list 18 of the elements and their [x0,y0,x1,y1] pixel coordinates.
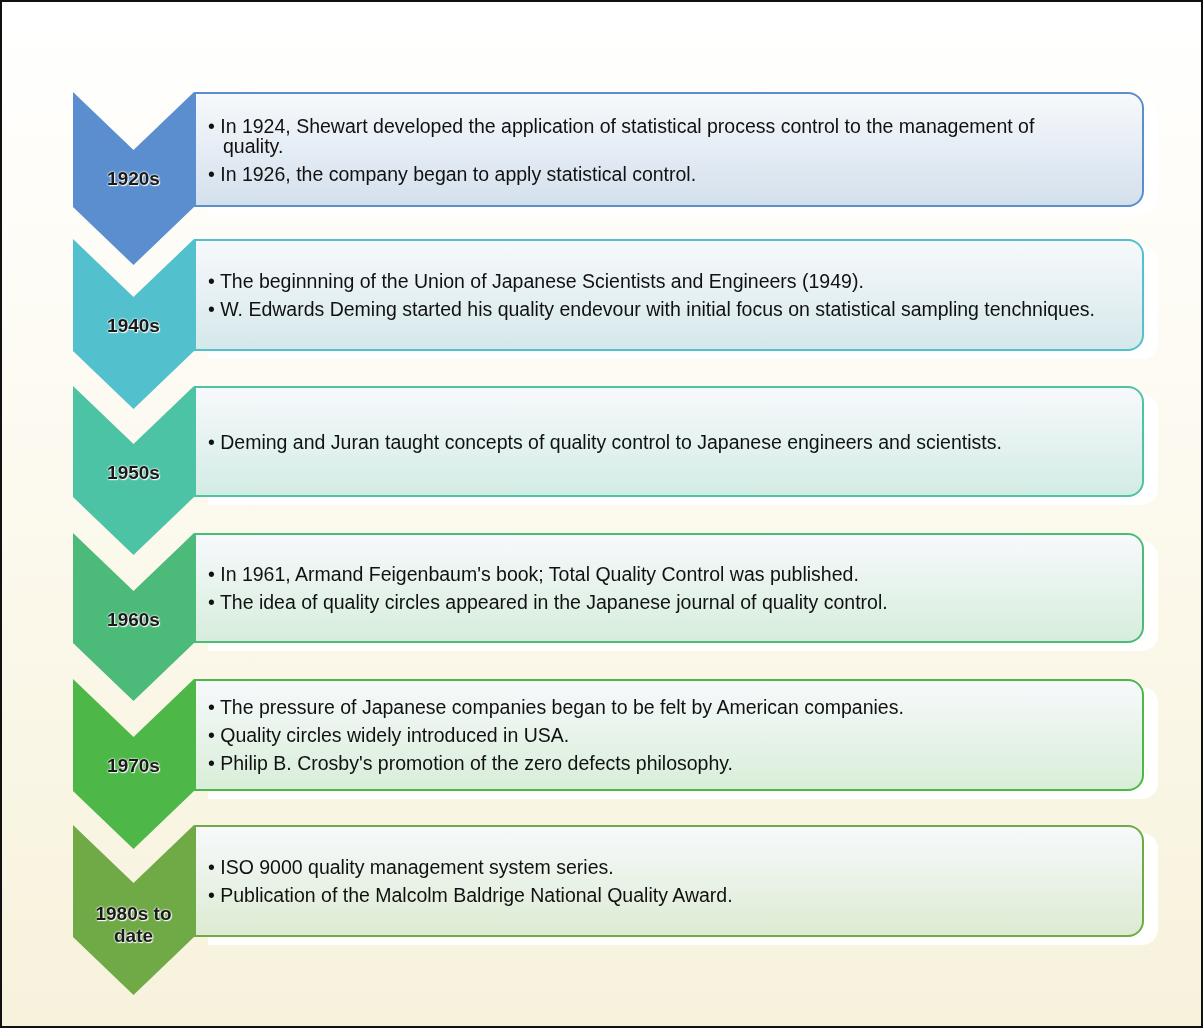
bullet-text: • ISO 9000 quality management system series. [208,857,615,877]
period-label: 1940s [106,315,161,337]
bullet-text: • In 1961, Armand Feigenbaum's book; Total Quality Control was published. [208,564,860,584]
period-label: 1950s [106,462,161,484]
period-label: 1960s [106,609,161,631]
bullet-text: • Publication of the Malcolm Baldrige National Quality Award. [208,885,733,905]
bullet-text: • Deming and Juran taught concepts of quality control to Japanese engineers and scientists. [208,431,1002,452]
bullet-text: • Quality circles widely introduced in USA. [208,725,571,745]
period-label: 1920s [106,168,161,190]
period-label: 1980s to date [94,903,173,947]
bullet-text: • In 1924, Shewart developed the application of statistical process control to the management of quality. [208,115,1036,156]
bullet-text: • The pressure of Japanese companies began to be felt by American companies. [208,697,904,717]
period-label: 1970s [106,755,161,777]
bullet-text: • W. Edwards Deming started his quality endevour with initial focus on statistical sampling tenchniques. [208,299,1095,319]
bullet-text: • The beginnning of the Union of Japanese Scientists and Engineers (1949). [208,271,865,291]
bullet-text: • Philip B. Crosby's promotion of the zero defects philosophy. [208,753,735,773]
bullet-text: • The idea of quality circles appeared in the Japanese journal of quality control. [208,592,888,612]
bullet-text: • In 1926, the company began to apply statistical control. [208,163,698,184]
